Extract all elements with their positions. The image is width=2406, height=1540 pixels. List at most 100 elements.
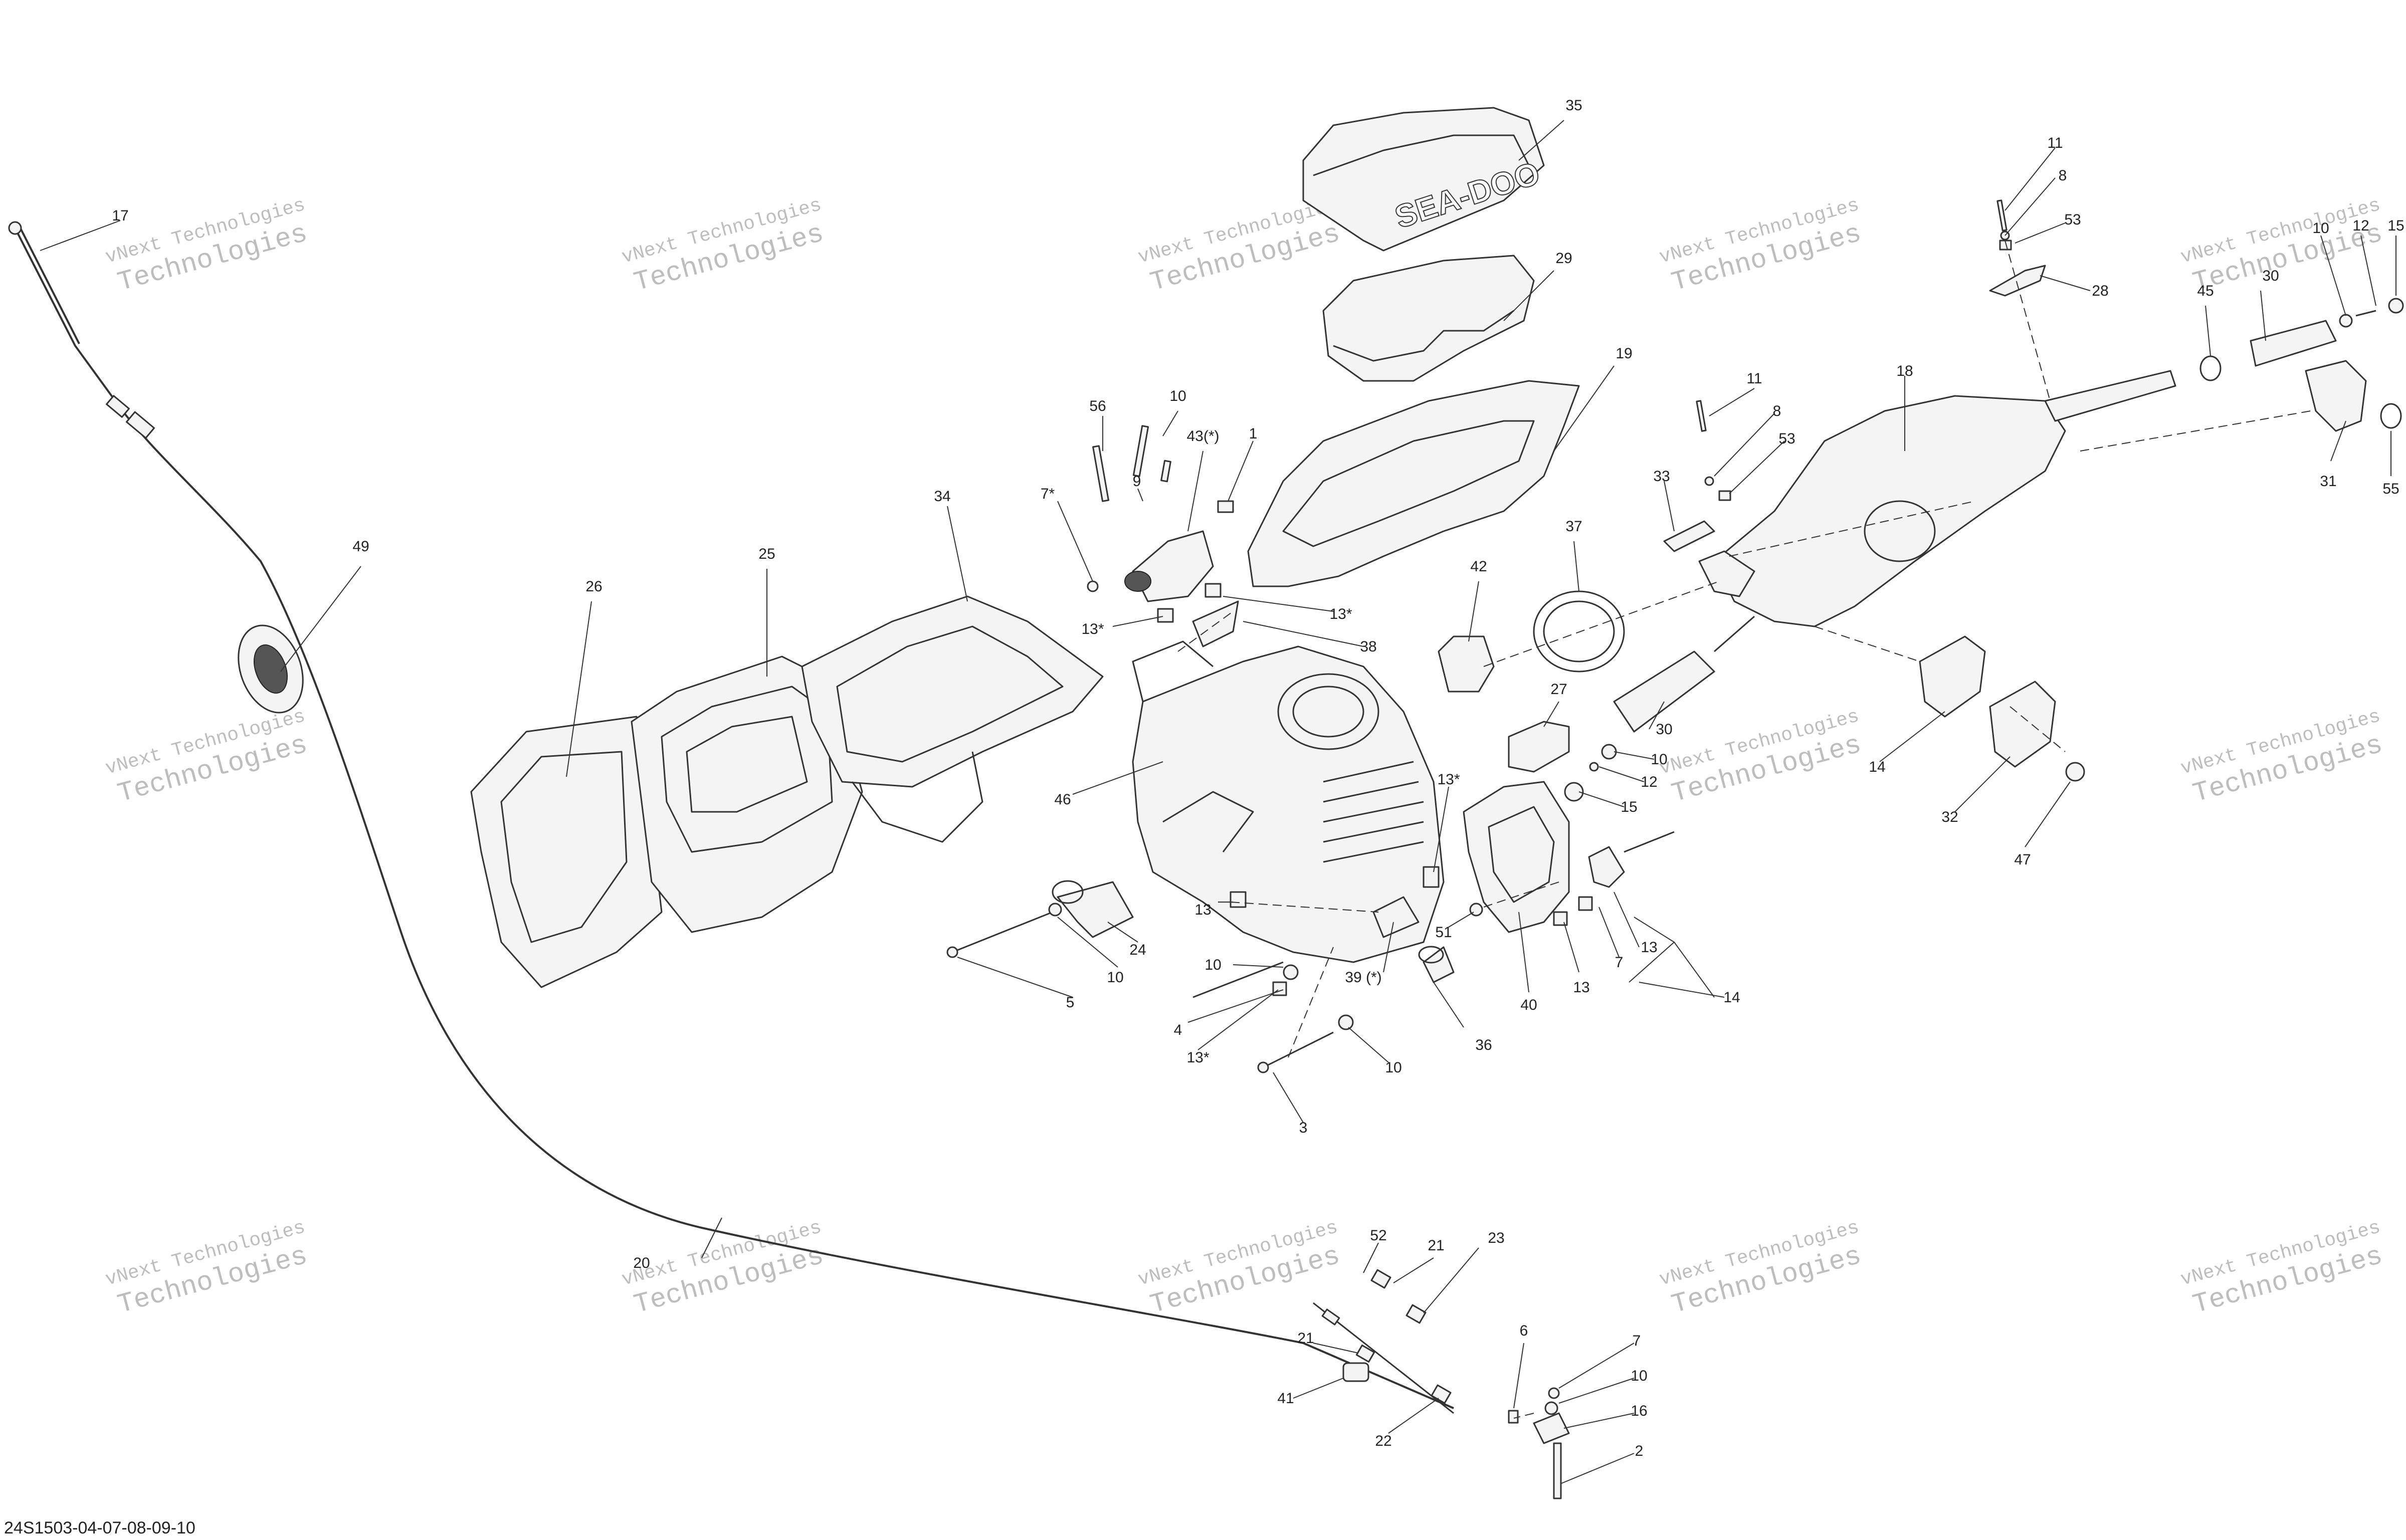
callout-2: 2 — [1635, 1443, 1644, 1459]
callout-24: 24 — [1129, 942, 1146, 958]
callout-12: 12 — [1641, 774, 1657, 790]
callout-14: 14 — [1723, 989, 1740, 1006]
callout-31: 31 — [2320, 473, 2336, 490]
control-module-parts — [1438, 590, 1715, 933]
switch-pad-32 — [1989, 681, 2056, 768]
clip-13star-d — [1423, 866, 1440, 888]
callout-32: 32 — [1941, 809, 1958, 825]
callout-30: 30 — [2262, 268, 2279, 284]
callout-15: 15 — [1621, 799, 1637, 815]
cap-47 — [2065, 762, 2085, 782]
callout-45: 45 — [2197, 283, 2214, 299]
cable-end-parts — [1342, 1269, 1570, 1499]
callout-27: 27 — [1550, 681, 1567, 698]
callout-28: 28 — [2092, 283, 2108, 299]
callout-13: 13* — [1329, 606, 1352, 622]
part-1 — [1217, 500, 1234, 513]
nut-7star — [1087, 580, 1099, 592]
callout-46: 46 — [1054, 791, 1071, 808]
callout-13: 13* — [1437, 771, 1460, 788]
nut-6 — [1508, 1410, 1519, 1424]
callout-55: 55 — [2382, 481, 2399, 497]
switch-knob — [1124, 571, 1151, 592]
handlebar-tube — [2044, 370, 2176, 422]
callout-43: 43(*) — [1186, 428, 1219, 445]
callout-21: 21 — [1297, 1330, 1314, 1347]
ball-joint-16 — [1533, 1412, 1570, 1444]
top-cover-35 — [1302, 107, 1545, 252]
callout-37: 37 — [1565, 518, 1582, 535]
diagram-reference-code: 24S1503-04-07-08-09-10 — [4, 1518, 195, 1537]
callout-7: 7* — [1041, 486, 1055, 502]
cable-nut — [125, 411, 155, 439]
callout-21: 21 — [1428, 1237, 1444, 1254]
callout-39: 39 (*) — [1345, 969, 1381, 986]
console-bezel-34 — [801, 595, 1104, 788]
callout-10: 10 — [1205, 957, 1221, 973]
callout-25: 25 — [758, 546, 775, 562]
washer-8a — [1704, 476, 1714, 486]
pin-9 — [1160, 460, 1171, 483]
callout-40: 40 — [1520, 997, 1537, 1013]
console-shell-25 — [631, 655, 863, 933]
callout-10: 10 — [1107, 969, 1123, 986]
callout-13: 13* — [1081, 621, 1104, 637]
grommet-core — [254, 644, 288, 694]
callout-33: 33 — [1653, 468, 1670, 485]
callout-38: 38 — [1360, 638, 1376, 655]
boot-41 — [1342, 1362, 1369, 1382]
callout-11: 11 — [2047, 135, 2063, 151]
screw-7 — [1624, 831, 1675, 853]
nut-36 — [1423, 946, 1455, 983]
callout-47: 47 — [2014, 851, 2031, 868]
screw-56 — [1092, 445, 1109, 502]
callout-10: 10 — [2312, 220, 2329, 237]
callout-13: 13* — [1186, 1049, 1209, 1066]
callout-34: 34 — [934, 488, 950, 505]
cable-nut — [106, 395, 130, 418]
pin-11b — [1996, 199, 2008, 232]
callout-3: 3 — [1299, 1120, 1308, 1136]
washer-10f — [2339, 314, 2353, 328]
callout-8: 8 — [1773, 403, 1781, 419]
console-shells — [470, 595, 1104, 988]
lever-28 — [1989, 265, 2046, 297]
key-switch-parts — [1087, 425, 1234, 623]
callout-23: 23 — [1488, 1230, 1504, 1246]
cable-end-fitting — [8, 221, 22, 235]
callout-18: 18 — [1896, 363, 1913, 379]
callout-1: 1 — [1249, 425, 1258, 442]
nut-13c — [1578, 896, 1593, 911]
pin-11a — [1696, 400, 1707, 432]
cap-15a — [1564, 782, 1584, 802]
lever-33 — [1663, 520, 1715, 552]
callout-22: 22 — [1375, 1433, 1391, 1449]
console-shell-26 — [470, 716, 663, 988]
screw-12a — [1589, 762, 1599, 772]
callout-13: 13 — [1573, 979, 1589, 996]
clip-21a — [1370, 1269, 1391, 1289]
lower-console-parts — [946, 866, 1483, 1073]
callout-35: 35 — [1565, 97, 1582, 114]
screw-10a — [1132, 425, 1149, 477]
nut-7b — [1548, 1387, 1560, 1399]
bolt-3 — [1263, 1031, 1334, 1068]
callout-9: 9 — [1133, 473, 1141, 490]
ring-45 — [2199, 355, 2222, 381]
callout-51: 51 — [1435, 924, 1452, 941]
nut-13star-a — [1157, 608, 1174, 623]
callout-53: 53 — [1778, 430, 1795, 447]
grip-30b — [2250, 320, 2337, 367]
cover-29 — [1322, 255, 1535, 382]
washer-10e — [1601, 744, 1617, 760]
nut-13a — [1230, 891, 1247, 908]
callout-49: 49 — [352, 538, 369, 555]
washer-10c — [1283, 964, 1299, 980]
switch-7a — [1588, 846, 1625, 888]
